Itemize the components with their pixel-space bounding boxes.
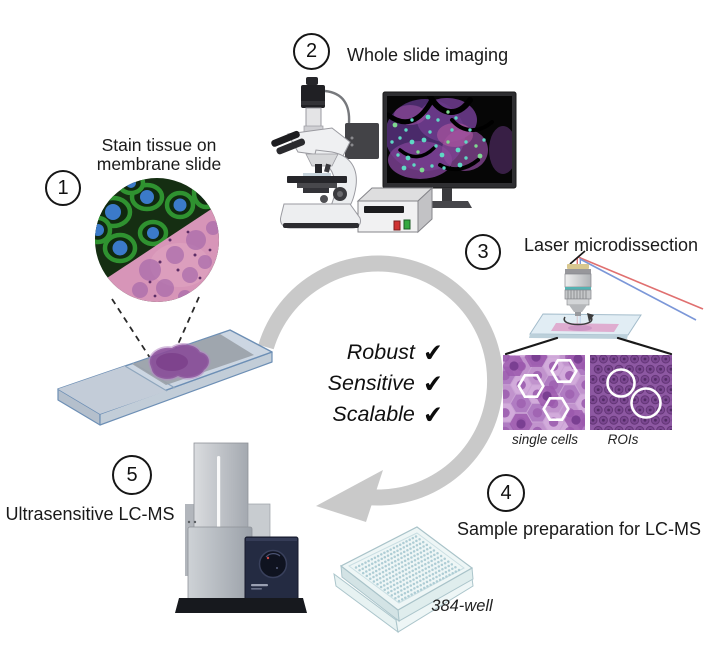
check-icon: ✔	[421, 368, 444, 399]
rois-panel-icon	[590, 355, 672, 430]
rois-caption: ROIs	[607, 432, 639, 447]
membrane-slide-icon	[57, 329, 273, 426]
claims-list: Robust ✔ Sensitive ✔ Scalable ✔	[200, 337, 444, 430]
step-1-label-line1: Stain tissue on	[101, 135, 217, 155]
check-icon: ✔	[421, 337, 444, 368]
step-4-badge: 4	[487, 474, 525, 512]
claim-scalable: Scalable ✔	[200, 399, 444, 430]
wellplate-caption: 384-well	[431, 597, 493, 615]
claim-robust-text: Robust	[346, 340, 415, 364]
step-1-badge: 1	[45, 170, 81, 206]
claim-sensitive: Sensitive ✔	[200, 368, 444, 399]
monitor-icon	[382, 91, 517, 208]
step-3-label: Laser microdissection	[524, 235, 699, 255]
step-2-badge: 2	[293, 33, 330, 70]
step-4-label: Sample preparation for LC-MS	[456, 519, 702, 539]
single-cells-panel-icon	[503, 355, 585, 430]
lcms-instrument-icon	[175, 442, 307, 613]
check-icon: ✔	[421, 399, 444, 430]
tissue-micrograph-icon	[95, 178, 219, 302]
single-cells-caption: single cells	[511, 432, 579, 447]
wellplate-icon	[333, 526, 474, 634]
step-2-label: Whole slide imaging	[347, 45, 509, 65]
claim-sensitive-text: Sensitive	[327, 371, 415, 395]
cycle-arrow-icon	[258, 255, 504, 522]
controller-box-icon	[356, 186, 434, 234]
step-5-label: Ultrasensitive LC-MS	[5, 504, 175, 524]
step-1-label-line2: membrane slide	[96, 154, 222, 175]
step-5-badge: 5	[112, 455, 152, 495]
microscope-icon	[271, 77, 379, 229]
claim-scalable-text: Scalable	[332, 402, 415, 426]
laser-objective-icon	[504, 250, 704, 356]
step-1-label: Stain tissue on membrane slide	[94, 135, 224, 175]
claim-robust: Robust ✔	[200, 337, 444, 368]
step-3-badge: 3	[465, 234, 501, 270]
